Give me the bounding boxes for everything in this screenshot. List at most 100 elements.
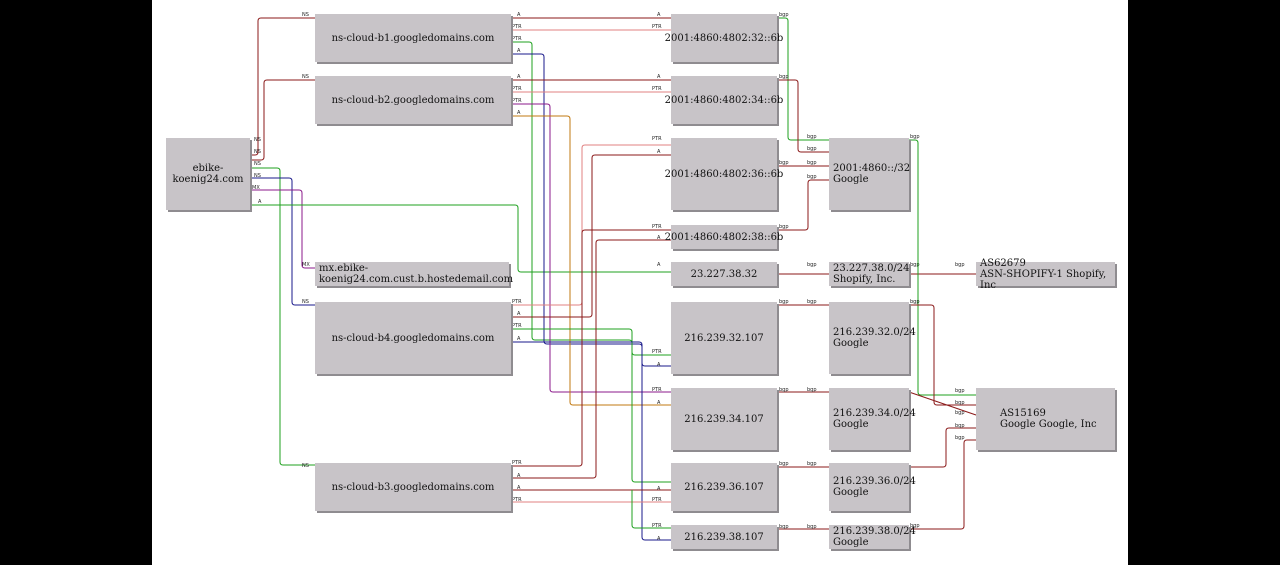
edge-label-b1-a2-dst: A <box>657 362 661 368</box>
edge-label-bgp-2-dst: bgp <box>807 146 817 152</box>
edge-b3-ptr <box>511 229 671 467</box>
node-ip6-38[interactable]: 2001:4860:4802:38::6b <box>665 225 783 249</box>
edge-label-b2-ptr: PTR <box>512 86 522 92</box>
node-ip4-34[interactable]: 216.239.34.107 <box>671 388 777 450</box>
edge-b1-a-216 <box>511 53 671 367</box>
node-ns-cloud-b2[interactable]: ns-cloud-b2.googledomains.com <box>315 76 511 124</box>
edge-label-bgp-4: bgp <box>779 224 789 230</box>
node-ns-cloud-b1[interactable]: ns-cloud-b1.googledomains.com <box>315 14 511 62</box>
edge-label-b3-a: A <box>517 473 521 479</box>
node-ns-cloud-b3[interactable]: ns-cloud-b3.googledomains.com <box>315 463 511 511</box>
edge-label-bgp-as-32: bgp <box>910 299 920 305</box>
prefix-216-239-38-line2: Google <box>833 537 869 548</box>
node-ip4-38[interactable]: 216.239.38.107 <box>671 525 777 549</box>
edge-label-b1-ptr2: PTR <box>512 36 522 42</box>
edge-label-b1-a2: A <box>517 48 521 54</box>
prefix-shopify-line2: Shopify, Inc. <box>833 274 896 285</box>
edge-label-bgp-4-dst: bgp <box>807 174 817 180</box>
edge-b2-a-216 <box>511 115 671 406</box>
node-ns-cloud-b1-label: ns-cloud-b1.googledomains.com <box>331 32 495 44</box>
prefix-216-239-38-line1: 216.239.38.0/24 <box>833 526 916 537</box>
edge-label-bgp-36: bgp <box>779 461 789 467</box>
edge-label-ns-src3: NS <box>254 161 261 167</box>
node-ip6-32[interactable]: 2001:4860:4802:32::6b <box>665 14 783 62</box>
node-ip4-36[interactable]: 216.239.36.107 <box>671 463 777 511</box>
edge-bgp-ip6-34 <box>777 79 829 153</box>
prefix-shopify-line1: 23.227.38.0/24 <box>833 263 910 274</box>
edge-label-ns-src1: NS <box>254 137 261 143</box>
node-ns-cloud-b3-label: ns-cloud-b3.googledomains.com <box>331 481 495 493</box>
edge-bgp-as-32 <box>909 304 976 406</box>
edge-label-bgp-2: bgp <box>779 74 789 80</box>
edge-ns-b4 <box>250 177 315 306</box>
edge-label-ns-b1: NS <box>302 12 309 18</box>
node-ip4-36-label: 216.239.36.107 <box>684 481 764 493</box>
edge-label-b2-ptr-dst: PTR <box>652 86 662 92</box>
node-ip4-32-label: 216.239.32.107 <box>684 332 764 344</box>
node-ip4-shop[interactable]: 23.227.38.32 <box>671 262 777 286</box>
node-ip6-34[interactable]: 2001:4860:4802:34::6b <box>665 76 783 124</box>
node-mx-label: mx.ebike-koenig24.com.cust.b.hostedemail… <box>319 263 514 285</box>
edge-bgp-as-36 <box>909 427 976 468</box>
as-google-line1: AS15169 <box>1000 408 1046 419</box>
edge-mx <box>250 189 315 269</box>
edge-label-b3-a-dst: A <box>657 235 661 241</box>
edge-label-mx-src: MX <box>252 185 260 191</box>
prefix-216-239-32-line1: 216.239.32.0/24 <box>833 327 916 338</box>
edge-label-b2-a: A <box>517 74 521 80</box>
edge-label-b3-a2: A <box>517 485 521 491</box>
edge-label-ns-src4: NS <box>254 173 261 179</box>
edge-bgp-as-34 <box>908 391 977 416</box>
edge-bgp-ip6-38 <box>777 179 829 231</box>
edge-label-ns-src2: NS <box>254 149 261 155</box>
edge-label-bgp-32: bgp <box>779 299 789 305</box>
node-ip4-34-label: 216.239.34.107 <box>684 413 764 425</box>
node-domain[interactable]: ebike-koenig24.com <box>166 138 250 210</box>
edge-label-b4-a-dst: A <box>657 149 661 155</box>
edge-b2-ptr-216 <box>511 103 671 393</box>
edge-b4-a <box>511 154 671 318</box>
edge-label-b1-ptr2-dst: PTR <box>652 349 662 355</box>
edge-bgp-as-pfx6 <box>909 139 976 396</box>
edge-ns-b1 <box>250 17 315 156</box>
node-ip4-38-label: 216.239.38.107 <box>684 531 764 543</box>
edge-label-b3-ptr3-dst: PTR <box>652 523 662 529</box>
node-domain-label: ebike-koenig24.com <box>172 163 244 185</box>
node-ip6-36[interactable]: 2001:4860:4802:36::6b <box>665 138 783 210</box>
node-ip4-32[interactable]: 216.239.32.107 <box>671 302 777 374</box>
edge-label-bgp-as-32-dst: bgp <box>955 400 965 406</box>
prefix-216-239-32-line2: Google <box>833 338 869 349</box>
edge-label-b3-ptr: PTR <box>512 460 522 466</box>
edge-label-b1-ptr: PTR <box>512 24 522 30</box>
edge-label-bgp-1: bgp <box>779 12 789 18</box>
edge-label-b2-a2: A <box>517 110 521 116</box>
node-ip6-36-label: 2001:4860:4802:36::6b <box>664 168 784 180</box>
node-mx[interactable]: mx.ebike-koenig24.com.cust.b.hostedemail… <box>315 262 513 286</box>
edge-label-bgp-34-dst: bgp <box>807 387 817 393</box>
edge-label-b3-ptr2: PTR <box>512 497 522 503</box>
edge-label-b3-ptr2-dst: PTR <box>652 497 662 503</box>
edge-label-bgp-38: bgp <box>779 524 789 530</box>
edge-label-bgp-as-pfx6-dst: bgp <box>955 388 965 394</box>
edge-a-shop <box>250 204 671 273</box>
node-ns-cloud-b4-label: ns-cloud-b4.googledomains.com <box>331 332 495 344</box>
prefix-2001-4860-line2: Google <box>833 174 869 185</box>
edge-label-b2-a-dst: A <box>657 74 661 80</box>
node-ip4-shop-label: 23.227.38.32 <box>690 268 758 280</box>
edge-label-b3-ptr-dst: PTR <box>652 224 662 230</box>
edge-label-bgp-34: bgp <box>779 387 789 393</box>
node-ns-cloud-b4[interactable]: ns-cloud-b4.googledomains.com <box>315 302 511 374</box>
edge-ns-b2 <box>250 79 315 161</box>
edge-label-b4-a2-dst: A <box>657 536 661 542</box>
edge-label-bgp-as-pfx6: bgp <box>910 134 920 140</box>
